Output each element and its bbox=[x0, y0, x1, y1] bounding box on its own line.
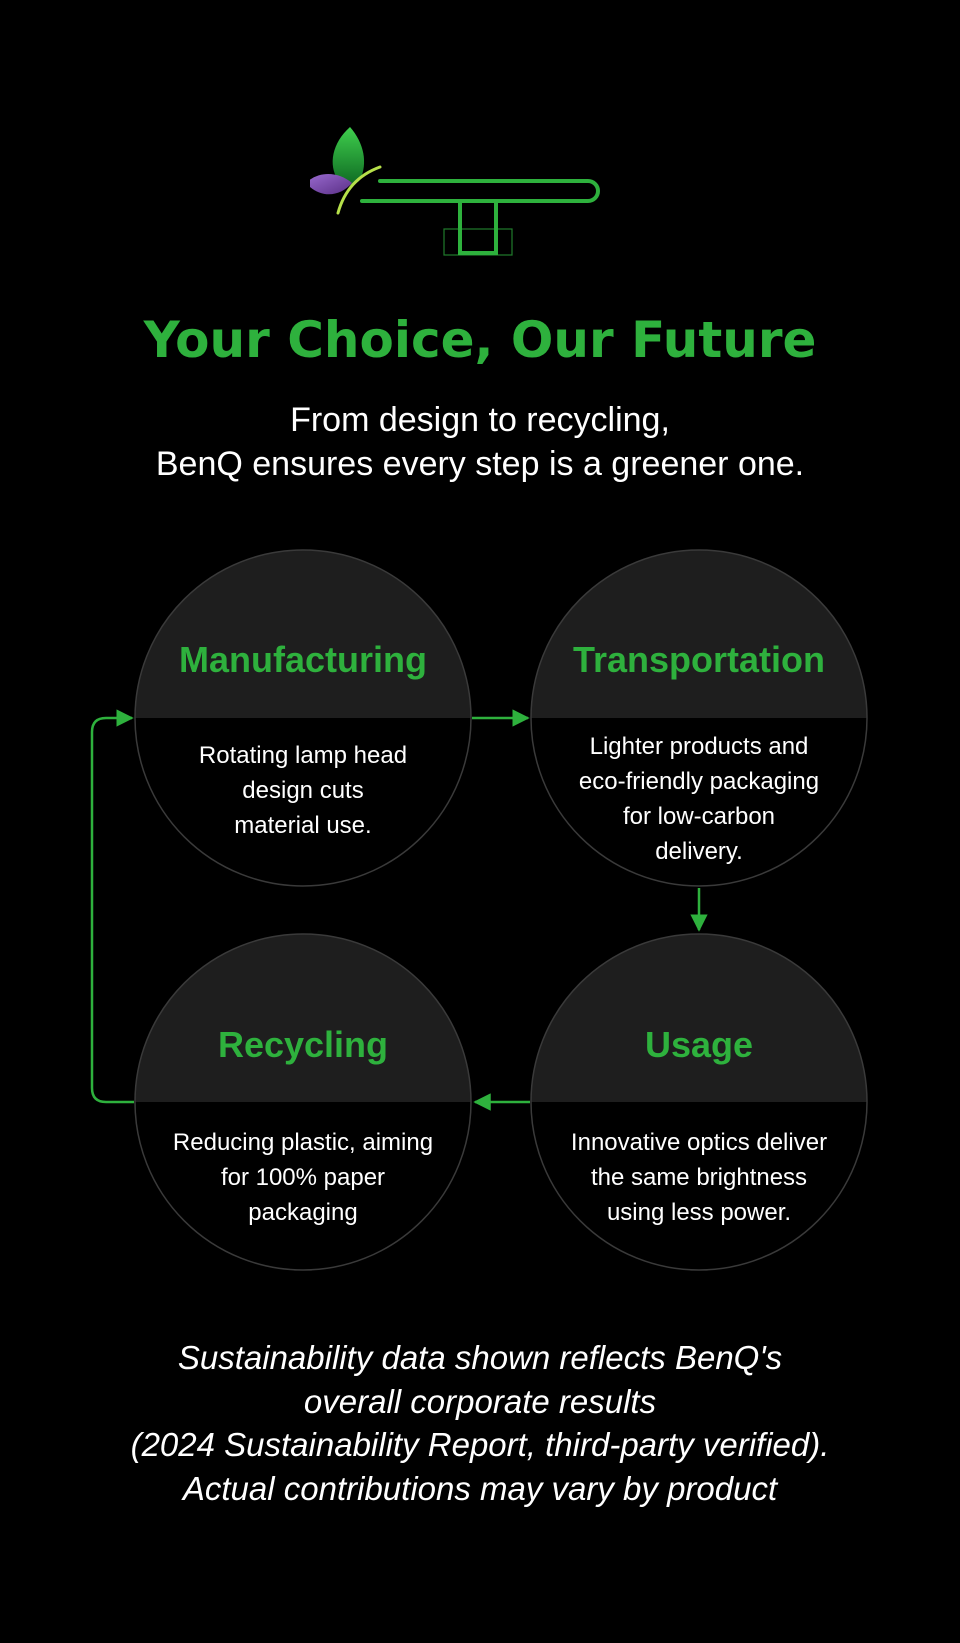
node-desc-line: for low-carbon bbox=[623, 803, 775, 830]
leaf-desk-lamp-icon bbox=[310, 127, 600, 256]
node-title-manufacturing: Manufacturing bbox=[179, 639, 427, 680]
node-desc-line: material use. bbox=[234, 812, 371, 839]
node-desc-line: Lighter products and bbox=[590, 733, 809, 760]
node-usage: Usage Innovative optics deliver the same… bbox=[530, 933, 868, 1271]
lamp-post bbox=[458, 201, 498, 255]
page-title: Your Choice, Our Future bbox=[143, 311, 817, 369]
disclaimer-line: Sustainability data shown reflects BenQ'… bbox=[177, 1339, 783, 1376]
node-desc-line: using less power. bbox=[607, 1199, 791, 1226]
subtitle-line: BenQ ensures every step is a greener one… bbox=[155, 445, 805, 483]
green-leaf bbox=[332, 127, 365, 186]
node-recycling: Recycling Reducing plastic, aiming for 1… bbox=[134, 933, 472, 1271]
node-desc-line: delivery. bbox=[655, 838, 743, 865]
node-desc-line: the same brightness bbox=[591, 1164, 807, 1191]
node-manufacturing: Manufacturing Rotating lamp head design … bbox=[134, 549, 472, 887]
node-desc-line: Innovative optics deliver bbox=[571, 1129, 827, 1156]
node-title-usage: Usage bbox=[645, 1024, 753, 1065]
leaf-stem bbox=[336, 165, 382, 215]
disclaimer-line: (2024 Sustainability Report, third-party… bbox=[130, 1426, 830, 1463]
purple-leaf bbox=[310, 174, 352, 195]
node-desc-line: eco-friendly packaging bbox=[579, 768, 819, 795]
arrow-recycling-to-manufacturing bbox=[90, 709, 134, 1104]
node-desc-line: design cuts bbox=[242, 777, 363, 804]
page-subtitle: From design to recycling, BenQ ensures e… bbox=[0, 398, 960, 486]
subtitle-line: From design to recycling, bbox=[290, 401, 670, 439]
node-transportation: Transportation Lighter products and eco-… bbox=[530, 549, 868, 887]
lamp-arm bbox=[360, 179, 600, 203]
disclaimer-line: Actual contributions may vary by product bbox=[182, 1469, 778, 1507]
lifecycle-diagram: Manufacturing Rotating lamp head design … bbox=[90, 549, 868, 1271]
node-desc-line: packaging bbox=[248, 1199, 357, 1226]
node-desc-line: Reducing plastic, aiming bbox=[173, 1129, 433, 1156]
node-desc-line: Rotating lamp head bbox=[199, 742, 407, 769]
node-title-recycling: Recycling bbox=[218, 1024, 388, 1065]
disclaimer-line: overall corporate results bbox=[303, 1382, 657, 1420]
lamp-base bbox=[443, 228, 513, 256]
disclaimer: Sustainability data shown reflects BenQ'… bbox=[0, 1336, 960, 1510]
node-title-transportation: Transportation bbox=[573, 639, 825, 680]
node-desc-line: for 100% paper bbox=[221, 1164, 385, 1191]
